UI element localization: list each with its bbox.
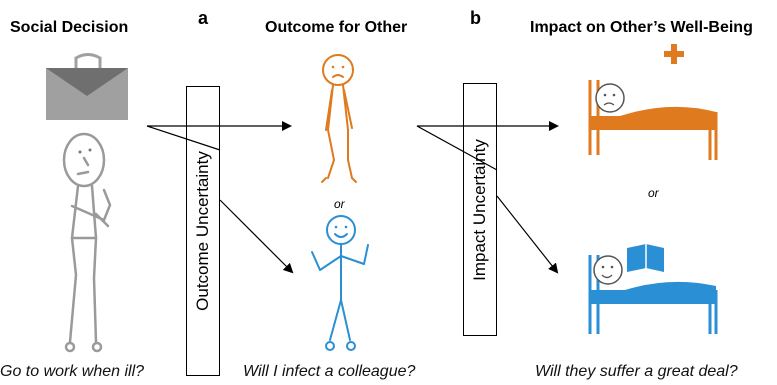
- sick-in-bed-icon: [588, 44, 718, 160]
- heading-social-decision: Social Decision: [10, 19, 129, 36]
- caption-impact: Will they suffer a great deal?: [535, 363, 738, 380]
- red-cross-icon: [664, 44, 684, 64]
- reading-in-bed-icon: [588, 244, 718, 334]
- sick-person-icon: [321, 54, 357, 183]
- thinking-person-icon: [62, 132, 112, 353]
- or-label-impact: or: [648, 186, 659, 200]
- heading-impact-on-wellbeing: Impact on Other’s Well-Being: [530, 19, 753, 36]
- panel-label-a: a: [198, 8, 209, 28]
- caption-decision: Go to work when ill?: [0, 363, 145, 380]
- or-label-outcome: or: [334, 197, 345, 211]
- outcome-uncertainty-box: Outcome Uncertainty: [186, 86, 220, 376]
- happy-person-icon: [311, 215, 369, 351]
- envelope-icon: [46, 53, 128, 120]
- impact-uncertainty-box: Impact Uncertainty: [463, 83, 497, 336]
- heading-outcome-for-other: Outcome for Other: [265, 19, 408, 36]
- outcome-arrows: [146, 121, 294, 274]
- panel-label-b: b: [470, 8, 481, 28]
- impact-arrows: [416, 121, 559, 274]
- book-icon: [627, 244, 664, 272]
- caption-outcome: Will I infect a colleague?: [243, 363, 416, 380]
